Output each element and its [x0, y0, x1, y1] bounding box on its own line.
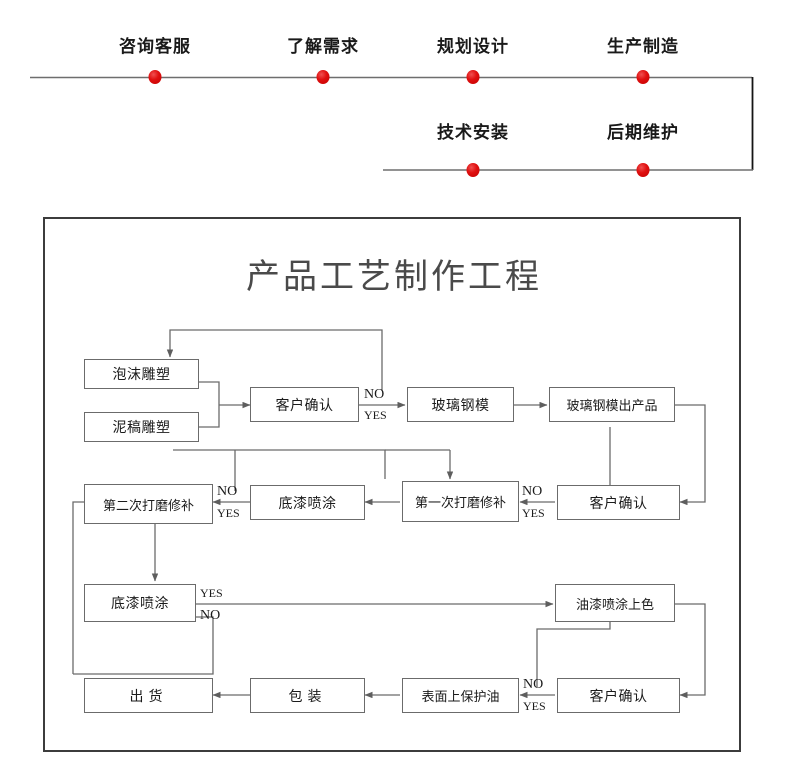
node-second-grinding-repair[interactable]: 第二次打磨修补 [84, 484, 213, 524]
node-label: 第二次打磨修补 [102, 497, 194, 513]
node-label: 客户确认 [589, 496, 648, 512]
node-label: 泡沫雕塑 [112, 368, 171, 383]
edge-label-yes-2: YES [522, 506, 545, 520]
node-packaging[interactable]: 包装 [250, 678, 365, 713]
timeline-dot-2 [316, 70, 330, 84]
node-label: 包装 [288, 689, 327, 705]
edge-label-no-5: NO [523, 677, 544, 692]
timeline-label-2: 了解需求 [287, 37, 359, 56]
flowchart-panel: 产品工艺制作工程 [43, 217, 741, 752]
edge-label-yes-5: YES [523, 699, 546, 713]
node-primer-spray-1[interactable]: 底漆喷涂 [250, 485, 365, 520]
node-label: 第一次打磨修补 [414, 495, 506, 510]
timeline-dot-3 [466, 70, 480, 84]
node-clay-sculpture[interactable]: 泥稿雕塑 [84, 412, 199, 442]
edge-label-yes-4: YES [200, 586, 223, 600]
edge-label-yes-3: YES [217, 506, 240, 520]
node-customer-confirm-2[interactable]: 客户确认 [557, 485, 680, 520]
edge-label-no-1: NO [364, 387, 385, 402]
timeline-label-1: 咨询客服 [119, 37, 191, 56]
edge-label-yes-1: YES [364, 408, 387, 422]
node-primer-spray-2[interactable]: 底漆喷涂 [84, 584, 196, 622]
node-foam-sculpture[interactable]: 泡沫雕塑 [84, 359, 199, 389]
node-paint-coloring[interactable]: 油漆喷涂上色 [555, 584, 675, 622]
node-label: 玻璃钢模出产品 [566, 398, 658, 413]
timeline-label-6: 后期维护 [607, 123, 679, 142]
timeline-dot-1 [148, 70, 162, 84]
node-customer-confirm-1[interactable]: 客户确认 [250, 387, 359, 422]
timeline-connector-lines [30, 76, 754, 171]
node-frp-mold[interactable]: 玻璃钢模 [407, 387, 514, 422]
node-shipping[interactable]: 出货 [84, 678, 213, 713]
node-frp-product[interactable]: 玻璃钢模出产品 [549, 387, 675, 422]
node-label: 出货 [129, 689, 168, 705]
node-label: 客户确认 [589, 689, 648, 705]
node-surface-protective-oil[interactable]: 表面上保护油 [402, 678, 519, 713]
timeline-dot-5 [466, 163, 480, 177]
timeline-label-4: 生产制造 [607, 37, 679, 56]
node-label: 泥稿雕塑 [112, 421, 171, 436]
node-label: 玻璃钢模 [431, 398, 490, 414]
timeline-dot-6 [636, 163, 650, 177]
node-label: 油漆喷涂上色 [575, 596, 654, 612]
node-label: 底漆喷涂 [111, 597, 169, 612]
edge-label-no-4: NO [200, 608, 221, 623]
timeline-dot-4 [636, 70, 650, 84]
node-label: 客户确认 [275, 398, 334, 414]
flowchart-title: 产品工艺制作工程 [246, 259, 542, 296]
node-label: 底漆喷涂 [278, 496, 337, 512]
node-label: 表面上保护油 [421, 689, 500, 704]
edge-label-no-3: NO [217, 484, 238, 499]
process-timeline: 咨询客服 了解需求 规划设计 生产制造 技术安装 后期维护 [0, 0, 790, 205]
edge-label-no-2: NO [522, 484, 543, 499]
timeline-label-3: 规划设计 [437, 37, 509, 56]
timeline-label-5: 技术安装 [437, 123, 509, 142]
node-customer-confirm-3[interactable]: 客户确认 [557, 678, 680, 713]
node-first-grinding-repair[interactable]: 第一次打磨修补 [402, 481, 519, 522]
